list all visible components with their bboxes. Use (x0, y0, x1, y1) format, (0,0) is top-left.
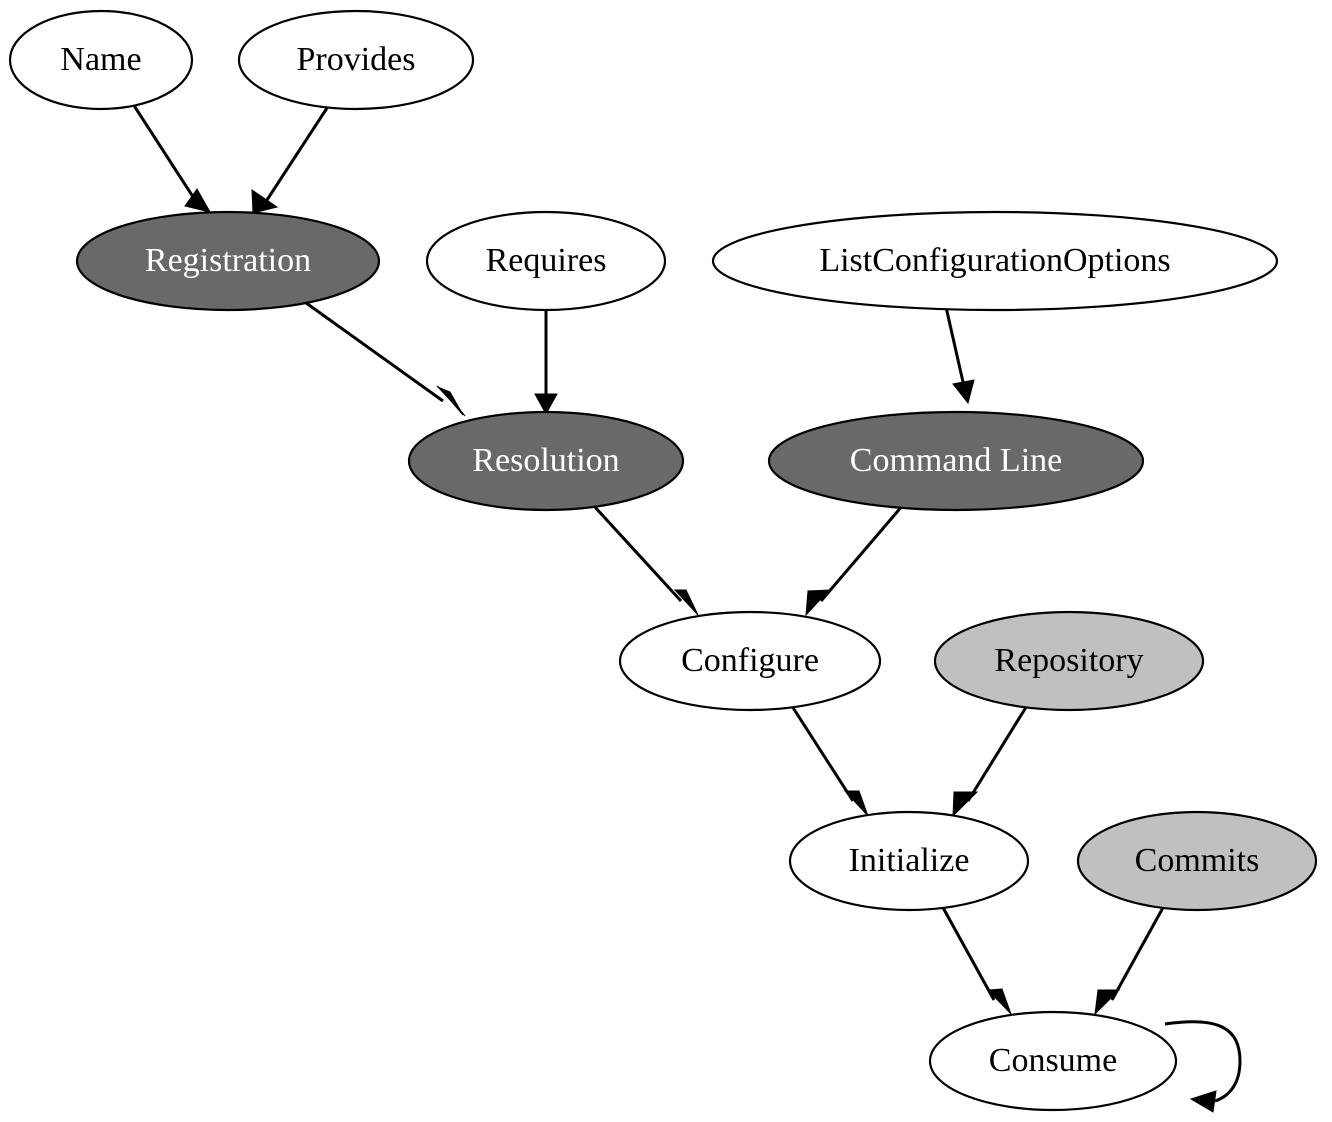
node-shape[interactable] (618, 610, 882, 712)
arrowhead (986, 988, 1012, 1015)
node-resolution[interactable]: Resolution (407, 410, 685, 512)
arrowhead (534, 393, 558, 416)
arrowhead-fill (436, 385, 466, 417)
arrowhead (952, 791, 979, 818)
node-commandline[interactable]: Command Line (767, 410, 1145, 512)
arrowhead (805, 589, 831, 617)
edge-listconfigurationoptions-to-commandline (944, 306, 975, 405)
node-label: Registration (145, 242, 311, 279)
node-commits[interactable]: Commits (1076, 810, 1318, 912)
edge-commandline-to-configure (805, 504, 905, 617)
node-requires[interactable]: Requires (425, 210, 667, 312)
node-shape[interactable] (933, 610, 1205, 712)
arrowhead (184, 188, 212, 213)
node-label: Commits (1135, 842, 1260, 879)
arrowhead (673, 589, 699, 616)
arrowhead (952, 379, 975, 405)
node-label: ListConfigurationOptions (819, 242, 1170, 279)
edge-line (788, 702, 855, 802)
node-label: Configure (681, 642, 819, 679)
edge-provides-to-registration (251, 107, 329, 214)
node-label: Initialize (849, 842, 970, 879)
node-provides[interactable]: Provides (237, 9, 475, 111)
edge-line (944, 306, 965, 383)
node-initialize[interactable]: Initialize (788, 810, 1030, 912)
node-shape[interactable] (8, 9, 194, 111)
node-label: Provides (297, 41, 416, 78)
node-listconfigurationoptions[interactable]: ListConfigurationOptions (711, 210, 1279, 312)
node-label: Consume (989, 1042, 1117, 1079)
node-shape[interactable] (425, 210, 667, 312)
node-shape[interactable] (407, 410, 685, 512)
node-label: Resolution (472, 442, 619, 479)
node-shape[interactable] (928, 1010, 1178, 1112)
node-consume[interactable]: Consume (928, 1010, 1178, 1112)
arrowhead (843, 790, 869, 817)
edge-line (592, 504, 683, 603)
edge-name-to-registration (131, 103, 212, 213)
edge-consume-self-loop (1164, 1020, 1242, 1113)
edge-line (819, 504, 905, 602)
edge-line (301, 298, 444, 403)
edge-resolution-to-configure (592, 504, 699, 616)
edge-line (1164, 1020, 1242, 1103)
node-name[interactable]: Name (8, 9, 194, 111)
edge-configure-to-initialize (788, 702, 869, 817)
node-label: Requires (486, 242, 607, 279)
node-repository[interactable]: Repository (933, 610, 1205, 712)
edge-registration-to-resolution (301, 298, 466, 417)
edge-line (263, 107, 329, 204)
node-layer: Name Provides Registration Requires List… (8, 9, 1318, 1112)
node-label: Command Line (850, 442, 1062, 479)
node-label: Name (60, 41, 141, 78)
arrowhead (1189, 1090, 1217, 1113)
node-configure[interactable]: Configure (618, 610, 882, 712)
node-shape[interactable] (1076, 810, 1318, 912)
edge-repository-to-initialize (952, 703, 1030, 818)
edge-line (966, 703, 1030, 802)
node-shape[interactable] (75, 210, 381, 312)
edge-line (1110, 903, 1167, 1001)
edge-commits-to-consume (1094, 903, 1167, 1016)
edge-requires-to-resolution (534, 310, 558, 416)
node-shape[interactable] (788, 810, 1030, 912)
edge-initialize-to-consume (939, 903, 1012, 1015)
node-label: Repository (994, 642, 1143, 679)
edge-line (939, 903, 996, 1001)
edge-line (131, 103, 199, 204)
node-shape[interactable] (711, 210, 1279, 312)
arrowhead (1094, 989, 1121, 1016)
node-shape[interactable] (767, 410, 1145, 512)
edge-layer (131, 103, 1242, 1113)
node-registration[interactable]: Registration (75, 210, 381, 312)
arrowhead (251, 189, 279, 214)
node-shape[interactable] (237, 9, 475, 111)
